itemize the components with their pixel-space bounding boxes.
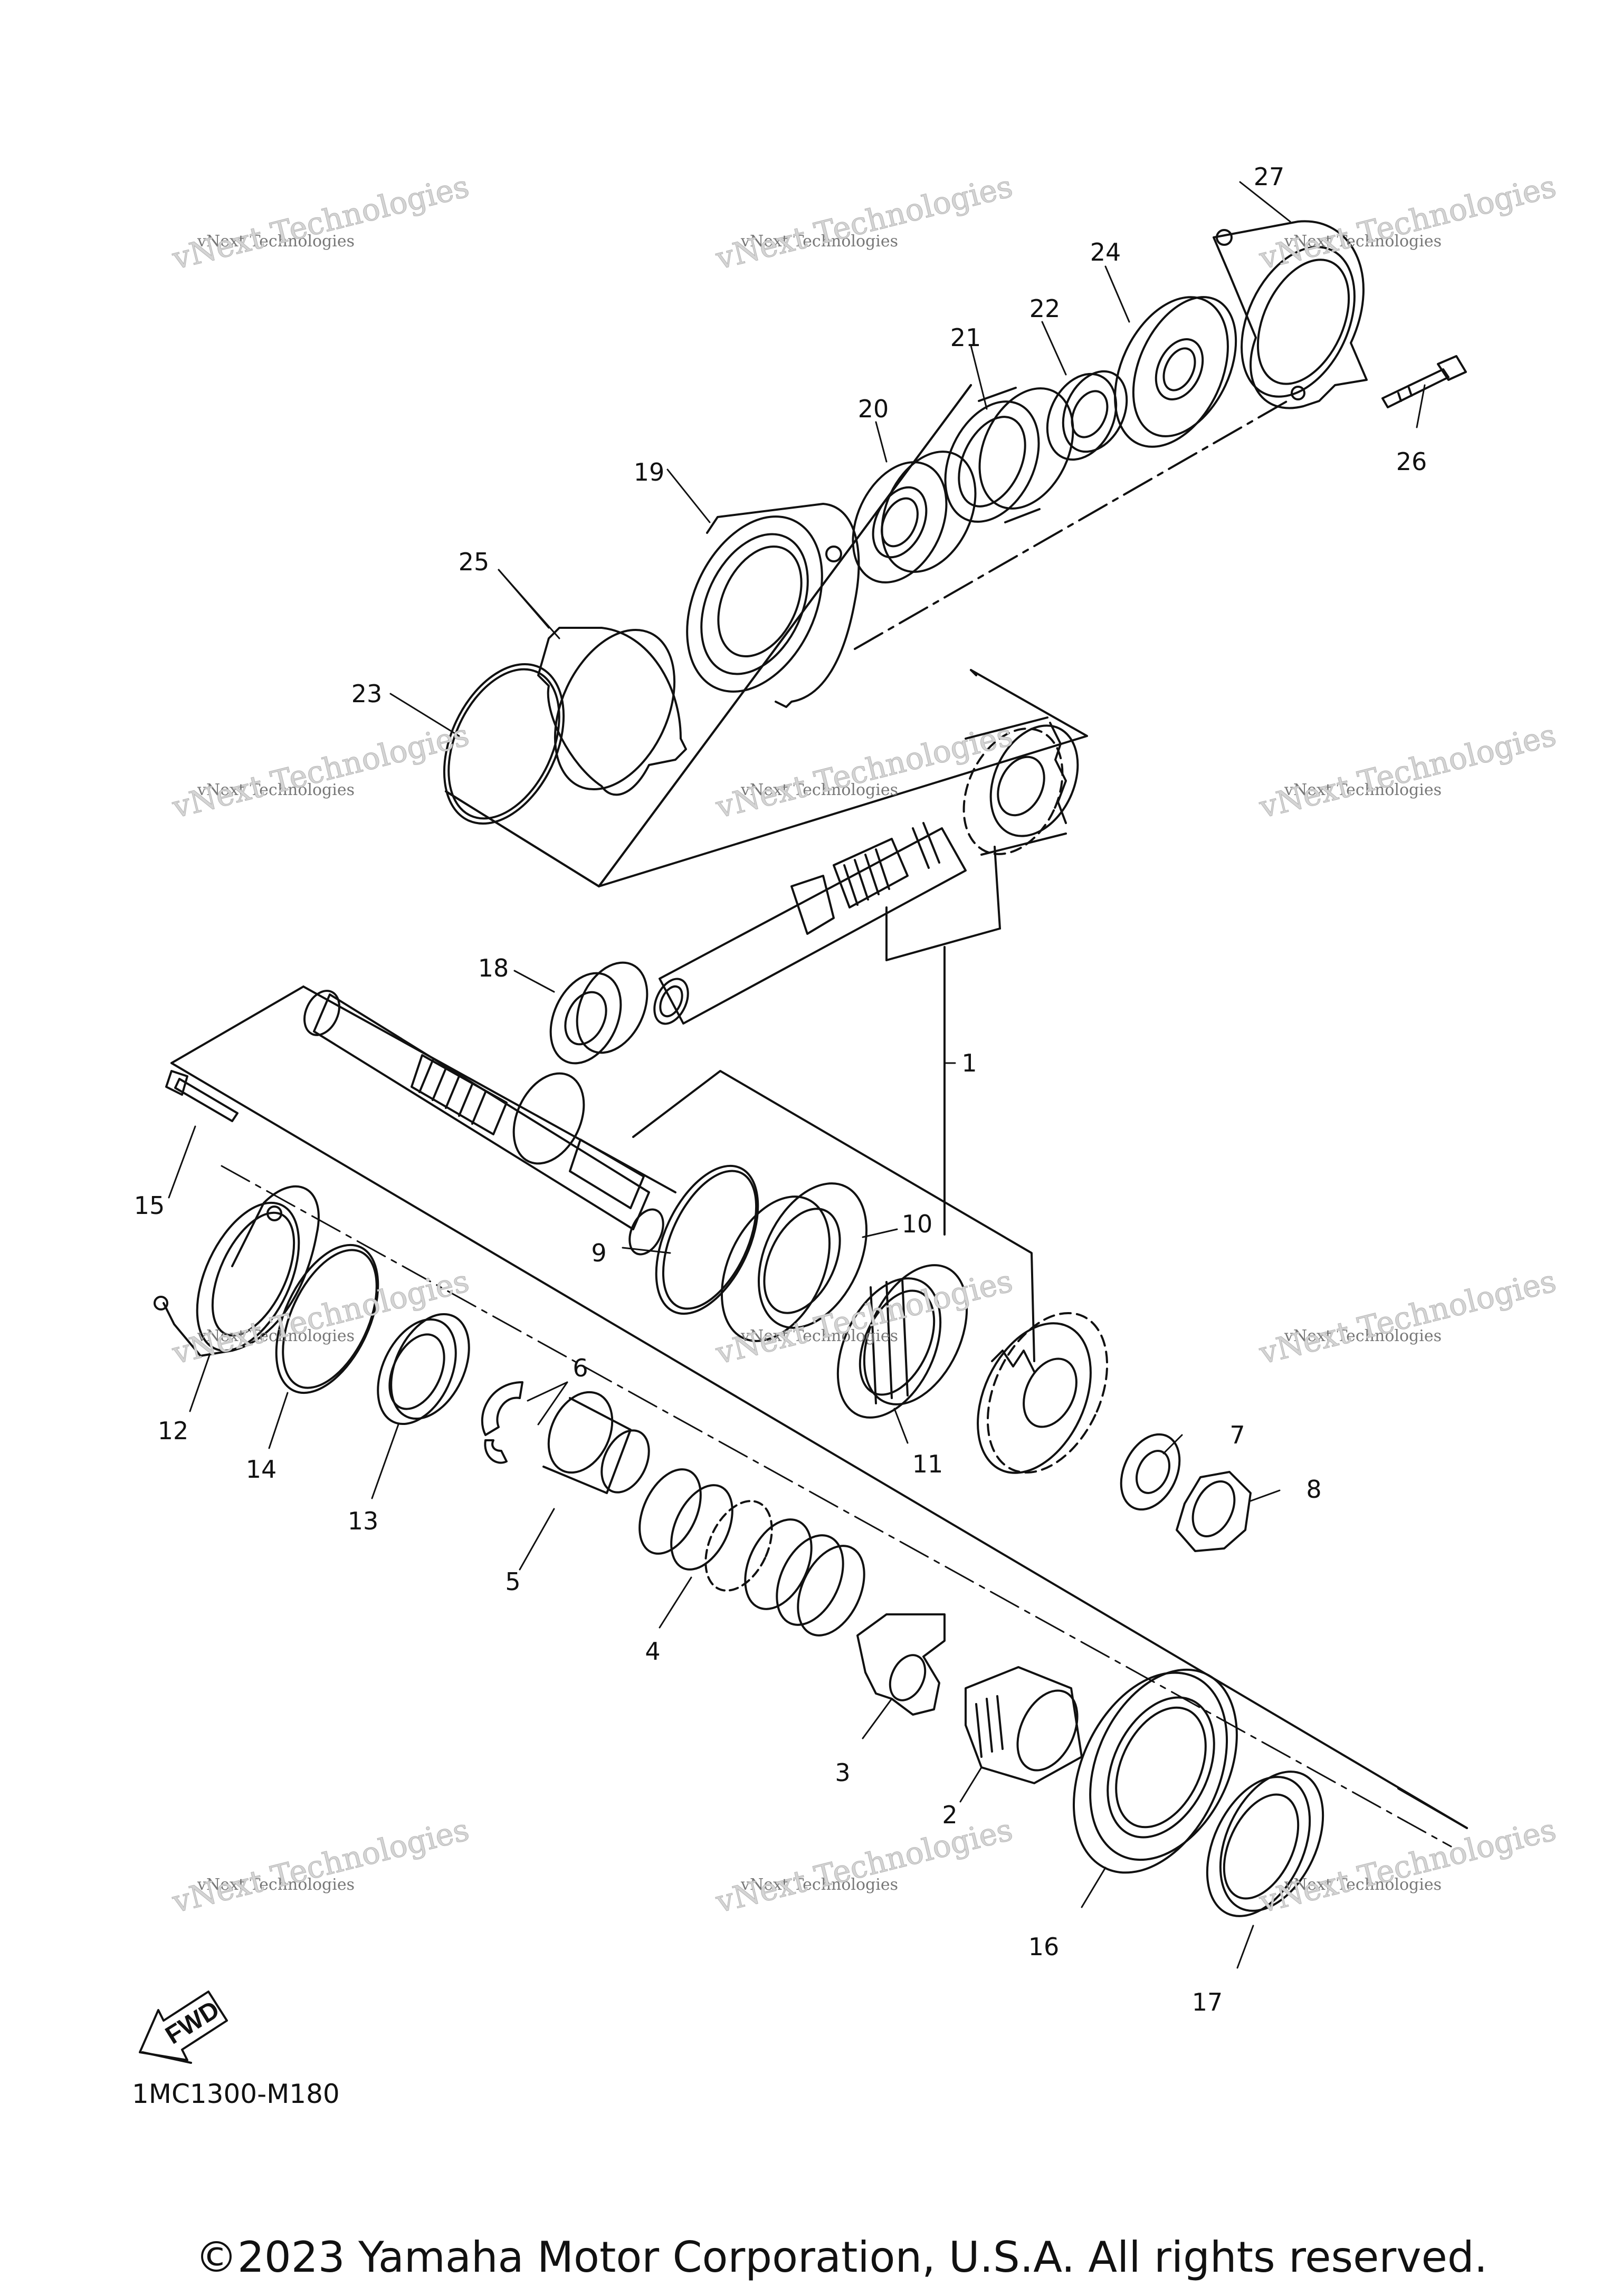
part-2-hub [965, 1666, 1083, 1784]
part-label-22: 22 [1029, 294, 1061, 323]
diagram-code: 1MC1300-M180 [132, 2079, 340, 2109]
upper-axis-line [854, 400, 1289, 650]
pinion-gear-upper [962, 716, 1079, 856]
pinion-gear-lower [977, 1312, 1109, 1474]
copyright-notice: ©2023 Yamaha Motor Corporation, U.S.A. A… [195, 2233, 1488, 2282]
part-label-23: 23 [351, 680, 383, 708]
part-label-1: 1 [961, 1049, 977, 1077]
part-5-sleeve [542, 1391, 650, 1494]
upper-gasket-frame [445, 384, 1088, 887]
part-11-roller-bearing [836, 1264, 968, 1419]
part-label-20: 20 [857, 395, 889, 423]
part-24-oil-seal [1114, 296, 1237, 448]
part-label-7: 7 [1229, 1421, 1245, 1449]
part-label-26: 26 [1396, 447, 1427, 476]
part-label-3: 3 [835, 1758, 851, 1787]
part-label-13: 13 [347, 1507, 379, 1535]
part-label-10: 10 [901, 1210, 933, 1238]
part-27-housing-plate [1213, 220, 1368, 409]
part-label-16: 16 [1028, 1933, 1060, 1961]
part-label-17: 17 [1191, 1988, 1223, 2016]
leader-lines [168, 181, 1426, 1969]
part-10-bearing-race [720, 1182, 868, 1342]
part-label-14: 14 [245, 1455, 277, 1484]
upper-drive-shaft [653, 822, 967, 1025]
part-19-housing [686, 503, 860, 708]
fwd-arrow-icon: FWD [139, 1991, 228, 2064]
part-label-12: 12 [157, 1417, 189, 1445]
part-label-9: 9 [591, 1239, 607, 1267]
part-label-4: 4 [645, 1637, 661, 1666]
part-label-24: 24 [1090, 238, 1121, 266]
part-16-ring-gear [1072, 1668, 1238, 1874]
lower-group-frame [170, 986, 1468, 1829]
part-20-ball-bearing [852, 451, 977, 583]
part-label-19: 19 [633, 458, 665, 486]
part-21-bearing [944, 387, 1074, 523]
part-3-cam [856, 1613, 946, 1716]
part-label-15: 15 [134, 1191, 165, 1220]
lower-drive-shaft [303, 990, 664, 1256]
part-22-nut [1046, 370, 1128, 461]
part-label-18: 18 [478, 954, 509, 982]
part-13-seal [377, 1313, 470, 1426]
part-9-o-ring [655, 1164, 759, 1315]
part-label-6: 6 [573, 1354, 588, 1382]
part-label-25: 25 [458, 548, 490, 576]
part-23-o-ring [443, 663, 565, 825]
part-6-circlip [481, 1381, 523, 1464]
part-label-27: 27 [1253, 162, 1285, 191]
lower-axis-line [221, 1165, 1452, 1848]
part-label-8: 8 [1306, 1475, 1322, 1504]
part-label-21: 21 [950, 323, 981, 352]
part-label-2: 2 [942, 1801, 958, 1829]
part-26-bolt [1381, 355, 1467, 408]
part-14-o-ring [275, 1243, 379, 1394]
part-15-bolt [165, 1070, 239, 1122]
part-17-seal [1206, 1771, 1324, 1917]
part-12-housing [154, 1185, 320, 1357]
part-label-11: 11 [912, 1450, 943, 1478]
part-8-nut [1176, 1471, 1252, 1552]
part-4-spring [638, 1468, 865, 1637]
part-25-gasket [537, 627, 687, 796]
part-18-bearing [549, 961, 649, 1065]
part-7-lock-washer [1120, 1433, 1181, 1511]
part-label-5: 5 [505, 1567, 521, 1596]
